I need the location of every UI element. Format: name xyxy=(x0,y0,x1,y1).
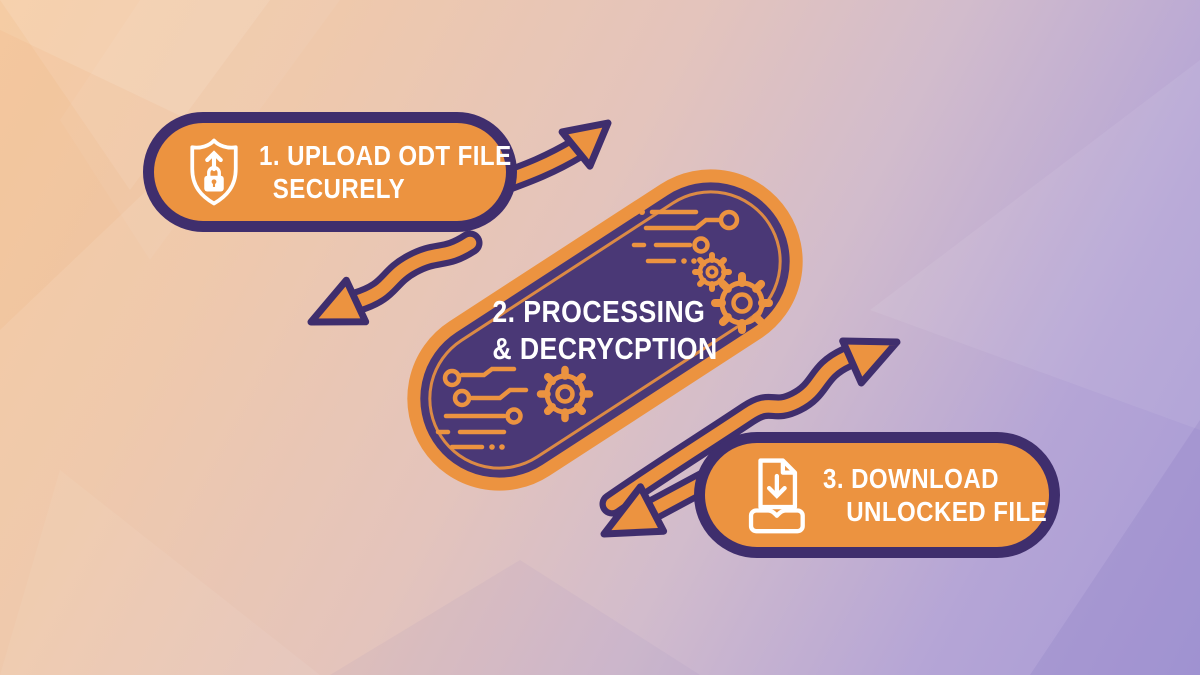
step-2-label-line2: & DECRYCPTION xyxy=(492,331,718,366)
download-arrow-icon xyxy=(766,473,787,499)
step-1-label-line2: SECURELY xyxy=(272,173,406,204)
step-3-pill: 3. DOWNLOAD UNLOCKED FILE xyxy=(694,432,1060,558)
step-2-label-line1: 2. PROCESSING xyxy=(492,294,706,329)
lock-icon xyxy=(204,165,224,192)
shield-upload-lock-icon xyxy=(190,138,238,206)
step-1-pill: 1. UPLOAD ODT FILE SECURELY xyxy=(143,112,517,232)
tray-icon xyxy=(748,508,805,534)
step-3-label: 3. DOWNLOAD UNLOCKED FILE xyxy=(823,462,1047,528)
step-1-label-line1: 1. UPLOAD ODT FILE xyxy=(259,140,512,171)
step-1-label: 1. UPLOAD ODT FILE SECURELY xyxy=(259,139,512,205)
step-3-label-line2: UNLOCKED FILE xyxy=(846,496,1048,527)
step-3-label-line1: 3. DOWNLOAD xyxy=(823,463,999,494)
step-2-label: 2. PROCESSING & DECRYCPTION xyxy=(492,293,717,367)
arrow-step3-down-left-icon xyxy=(600,468,719,538)
file-download-tray-icon xyxy=(748,458,805,534)
arrow-step2-down-left-icon xyxy=(307,230,483,326)
